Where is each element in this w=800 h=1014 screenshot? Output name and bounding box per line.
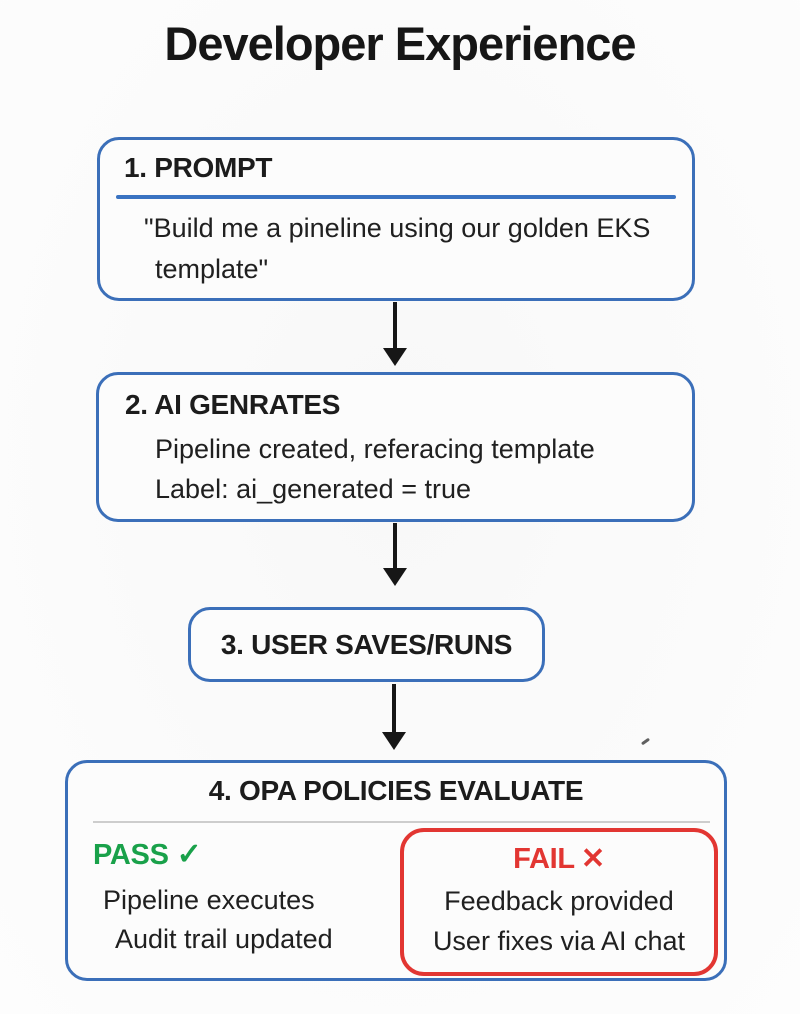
arrow-down-icon: [382, 732, 406, 750]
fail-label-row: FAIL✕: [404, 841, 714, 876]
check-icon: ✓: [176, 838, 202, 871]
pass-label: PASS: [93, 839, 169, 871]
step1-prompt-box: 1. PROMPT "Build me a pineline using our…: [97, 137, 695, 301]
step4-opa-policies-box: 4. OPA POLICIES EVALUATE PASS✓ Pipeline …: [65, 760, 727, 981]
arrow-down-icon: [383, 568, 407, 586]
step1-body-line1: "Build me a pineline using our golden EK…: [144, 213, 651, 243]
page-title: Developer Experience: [164, 17, 636, 70]
flow-arrow-1: [383, 302, 407, 366]
arrow-shaft: [392, 684, 396, 732]
step1-body: "Build me a pineline using our golden EK…: [144, 208, 650, 290]
step2-body-line2: Label: ai_generated = true: [155, 474, 471, 504]
pass-section: PASS✓ Pipeline executes Audit trail upda…: [93, 837, 333, 959]
arrow-down-icon: [383, 348, 407, 366]
flow-arrow-3: [382, 684, 406, 750]
x-icon: ✕: [580, 843, 605, 875]
arrow-shaft: [393, 523, 397, 568]
step2-heading: 2. AI GENRATES: [125, 389, 341, 420]
fail-section: FAIL✕ Feedback provided User fixes via A…: [400, 828, 718, 976]
step4-heading-divider: [93, 821, 710, 823]
step1-heading-divider: [116, 195, 676, 199]
pass-lines: Pipeline executes Audit trail updated: [93, 881, 333, 959]
step3-user-saves-runs-box: 3. USER SAVES/RUNS: [188, 607, 545, 682]
stray-mark: [640, 737, 651, 746]
step4-heading: 4. OPA POLICIES EVALUATE: [208, 775, 584, 806]
flow-arrow-2: [383, 523, 407, 586]
pass-label-row: PASS✓: [93, 837, 333, 872]
arrow-shaft: [393, 302, 397, 348]
pass-line2: Audit trail updated: [115, 924, 333, 954]
step1-body-line2: template": [155, 254, 269, 284]
step3-heading: 3. USER SAVES/RUNS: [220, 628, 513, 660]
fail-line2: User fixes via AI chat: [432, 926, 686, 956]
fail-label: FAIL: [513, 843, 575, 875]
step2-ai-generates-box: 2. AI GENRATES Pipeline created, referac…: [96, 372, 695, 522]
fail-lines: Feedback provided User fixes via AI chat: [404, 881, 714, 961]
step1-heading: 1. PROMPT: [124, 152, 273, 183]
pass-line1: Pipeline executes: [103, 885, 315, 915]
step2-body-line1: Pipeline created, referacing template: [155, 434, 595, 464]
fail-line1: Feedback provided: [444, 886, 674, 916]
step2-body: Pipeline created, referacing template La…: [155, 429, 595, 509]
